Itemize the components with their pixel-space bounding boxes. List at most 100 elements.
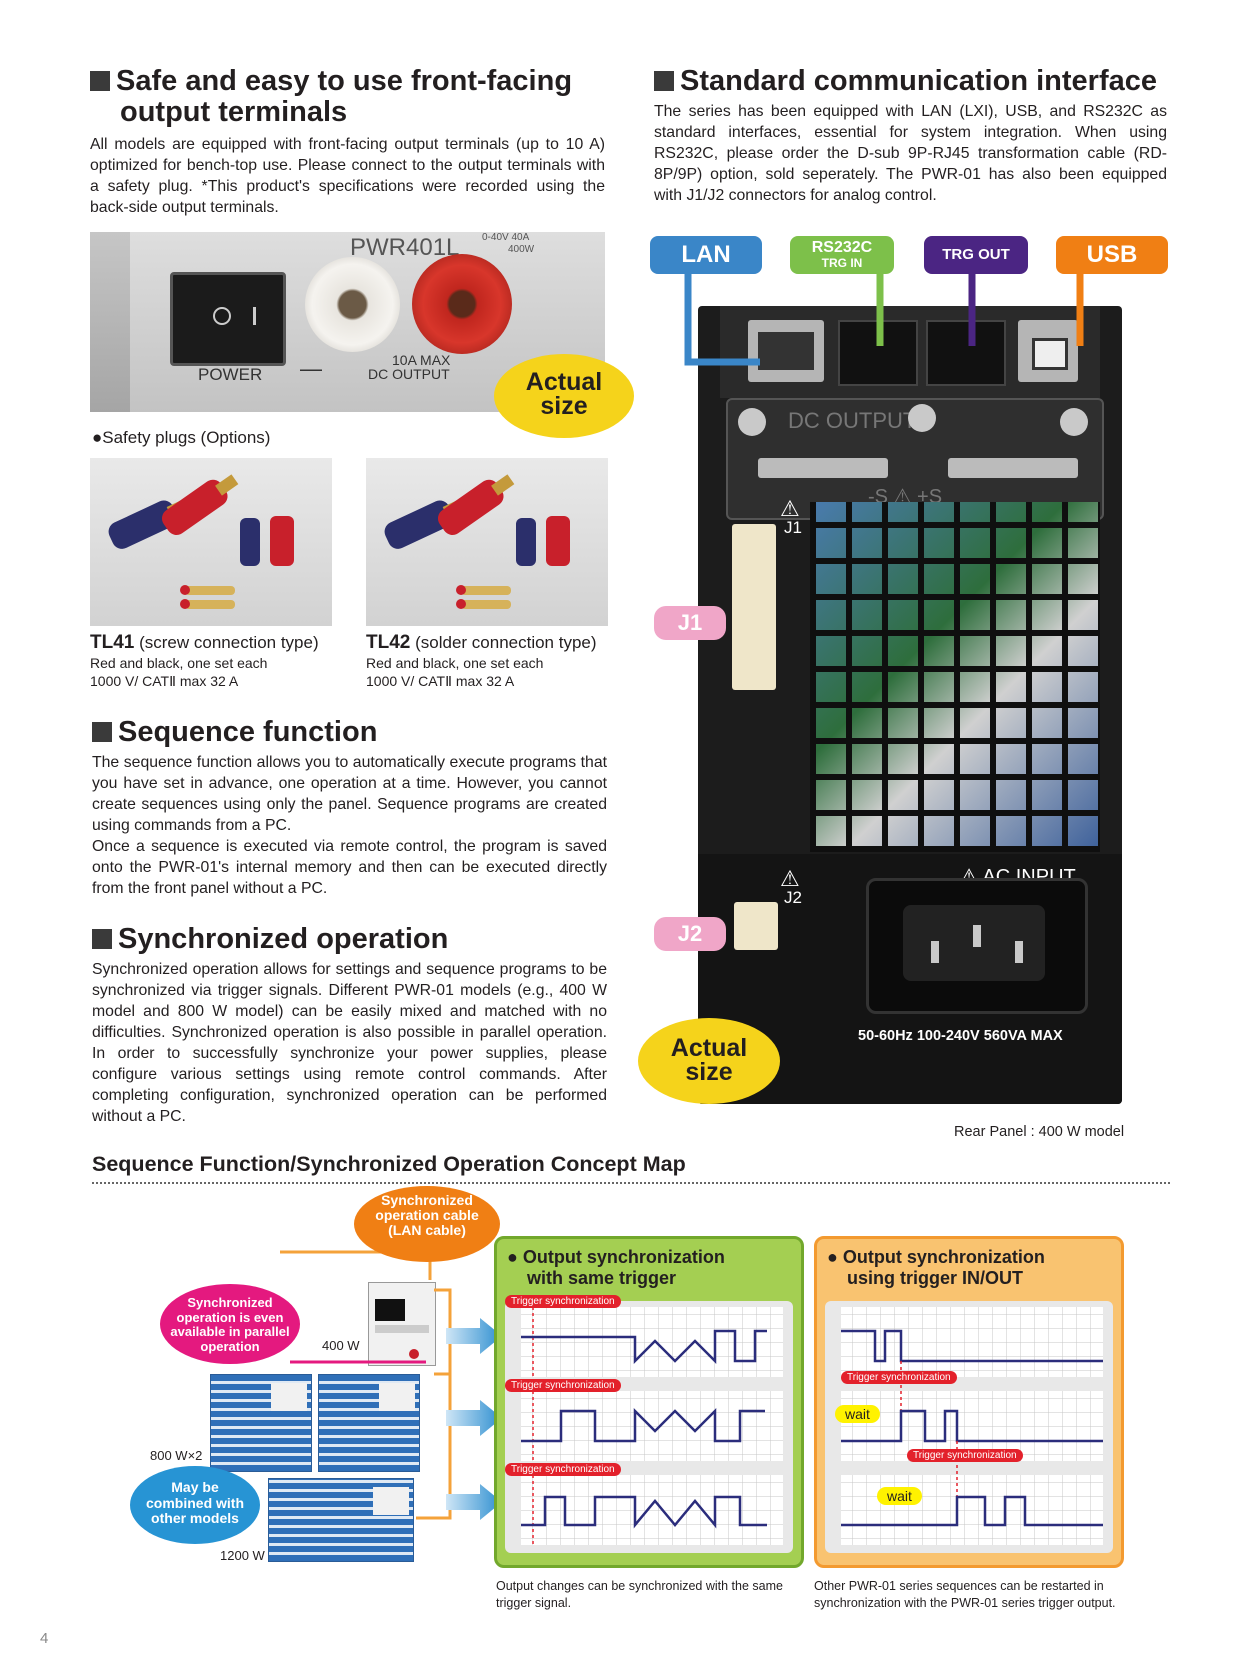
psu-400w: [368, 1282, 436, 1366]
actual-size-badge-rear: Actual size: [638, 1018, 780, 1104]
timing-waveforms: [841, 1307, 1103, 1545]
j1-label: J1: [784, 518, 802, 537]
trigger-label: Trigger synchronization: [505, 1379, 621, 1392]
green-caption: Output changes can be synchronized with …: [496, 1579, 783, 1610]
ac-rating-label: 50-60Hz 100-240V 560VA MAX: [858, 1028, 1063, 1044]
terminals-section: Safe and easy to use front-facing output…: [90, 66, 605, 218]
actual-size-badge-front: Actual size: [494, 354, 634, 438]
safety-plugs-heading: ●Safety plugs (Options): [92, 428, 271, 447]
rs232c-tag: RS232C TRG IN: [790, 236, 894, 274]
rear-panel-photo: DC OUTPUT -S ⚠ +S ⚠ J1 ⚠ AC INPUT ⚠ J2 5…: [698, 306, 1122, 1104]
plug-caption-tl42: TL42 (solder connection type) Red and bl…: [366, 632, 626, 690]
sync-section: Synchronized operation Synchronized oper…: [92, 924, 607, 1127]
red-terminal: [412, 254, 512, 354]
terminals-body: All models are equipped with front-facin…: [90, 136, 605, 216]
trigger-label: Trigger synchronization: [505, 1463, 621, 1476]
minus-label: —: [300, 356, 322, 381]
vent-grid: [810, 502, 1100, 852]
plug-detail-2: 1000 V/ CATⅡ max 32 A: [366, 673, 515, 689]
sync-body: Synchronized operation allows for settin…: [92, 961, 607, 1125]
parallel-bubble: Synchronized operation is even available…: [160, 1284, 300, 1364]
dc-output-block: DC OUTPUT -S ⚠ +S: [726, 398, 1104, 520]
plug-detail-1: Red and black, one set each: [90, 655, 268, 671]
power-switch: [170, 272, 286, 366]
rear-panel-caption: Rear Panel : 400 W model: [954, 1124, 1125, 1140]
interface-section: Standard communication interface The ser…: [654, 66, 1167, 206]
plug-code: TL42: [366, 632, 411, 653]
rating-label-2: 400W: [508, 244, 535, 255]
dotted-divider: [92, 1182, 1170, 1184]
j1-connector: [732, 524, 776, 690]
psu-800w-b: [318, 1374, 420, 1472]
same-trigger-panel: ● Output synchronization with same trigg…: [494, 1236, 804, 1568]
timing-chart: Trigger synchronization Trigger synchron…: [825, 1301, 1113, 1553]
panel-title-line2: using trigger IN/OUT: [847, 1268, 1024, 1288]
wait-label: wait: [835, 1405, 880, 1423]
sequence-body-2: Once a sequence is executed via remote c…: [92, 838, 607, 897]
label-1200w: 1200 W: [220, 1548, 265, 1563]
square-bullet-icon: [654, 71, 674, 91]
dc-output-label: DC OUTPUT: [788, 408, 917, 433]
flow-arrows: [446, 1318, 502, 1520]
j2-tag: J2: [654, 917, 726, 951]
panel-title-line2: with same trigger: [527, 1268, 677, 1288]
rating-label-1: 0-40V 40A: [482, 232, 530, 243]
orange-caption: Other PWR-01 series sequences can be res…: [814, 1579, 1116, 1610]
plug-type: (solder connection type): [415, 633, 597, 652]
j2-label: J2: [784, 888, 802, 907]
page-number: 4: [40, 1630, 49, 1647]
plug-detail-2: 1000 V/ CATⅡ max 32 A: [90, 673, 239, 689]
ac-inlet: [866, 878, 1088, 1014]
warning-icon: ⚠: [780, 866, 800, 891]
usb-port: [1018, 320, 1078, 382]
usb-tag: USB: [1056, 236, 1168, 274]
square-bullet-icon: [90, 71, 110, 91]
sequence-section: Sequence function The sequence function …: [92, 717, 607, 899]
timing-chart: Trigger synchronization Trigger synchron…: [505, 1295, 793, 1553]
trigger-label: Trigger synchronization: [505, 1295, 621, 1308]
max-label: 10A MAX: [392, 352, 451, 368]
psu-1200w: [268, 1478, 414, 1562]
power-label: POWER: [198, 365, 263, 384]
plug-code: TL41: [90, 632, 135, 653]
warning-icon: ⚠: [780, 496, 800, 521]
trg-out-port: [926, 320, 1006, 386]
sequence-title: Sequence function: [92, 717, 607, 748]
plug-detail-1: Red and black, one set each: [366, 655, 544, 671]
trg-out-tag: TRG OUT: [924, 236, 1028, 274]
j2-connector: [734, 902, 778, 950]
lan-port: [748, 320, 824, 382]
sync-title: Synchronized operation: [92, 924, 607, 955]
white-terminal: [305, 257, 400, 352]
wait-label: wait: [877, 1487, 922, 1505]
dc-output-label: DC OUTPUT: [368, 366, 450, 382]
cable-bubble: Synchronized operation cable (LAN cable): [354, 1186, 500, 1262]
plugs-illustration: [384, 474, 570, 609]
trigger-inout-panel: ● Output synchronization using trigger I…: [814, 1236, 1124, 1568]
plugs-illustration: [108, 474, 294, 609]
lan-tag: LAN: [650, 236, 762, 274]
terminals-title: Safe and easy to use front-facing: [90, 66, 605, 97]
tag-leader-lines: [684, 270, 1084, 366]
combined-bubble: May be combined with other models: [130, 1466, 260, 1544]
sync-cable-lines: [280, 1250, 452, 1520]
plug-photo-tl42: [366, 458, 608, 626]
model-label: PWR401L: [350, 234, 460, 261]
timing-waveforms: [521, 1307, 783, 1545]
interface-title: Standard communication interface: [654, 66, 1167, 97]
plug-photo-tl41: [90, 458, 332, 626]
j1-tag: J1: [654, 606, 726, 640]
panel-title-line1: ● Output synchronization: [507, 1247, 725, 1267]
square-bullet-icon: [92, 929, 112, 949]
plug-caption-tl41: TL41 (screw connection type) Red and bla…: [90, 632, 350, 690]
sequence-body-1: The sequence function allows you to auto…: [92, 754, 607, 834]
front-terminals-photo: PWR401L 0-40V 40A 400W POWER — 10A MAX D…: [90, 232, 605, 412]
square-bullet-icon: [92, 722, 112, 742]
concept-title: Sequence Function/Synchronized Operation…: [92, 1152, 686, 1176]
terminals-title-line2: output terminals: [120, 96, 348, 128]
label-400w: 400 W: [322, 1338, 360, 1353]
psu-800w-a: [210, 1374, 312, 1472]
trigger-label: Trigger synchronization: [841, 1371, 957, 1384]
interface-body: The series has been equipped with LAN (L…: [654, 103, 1167, 204]
trigger-label: Trigger synchronization: [907, 1449, 1023, 1462]
